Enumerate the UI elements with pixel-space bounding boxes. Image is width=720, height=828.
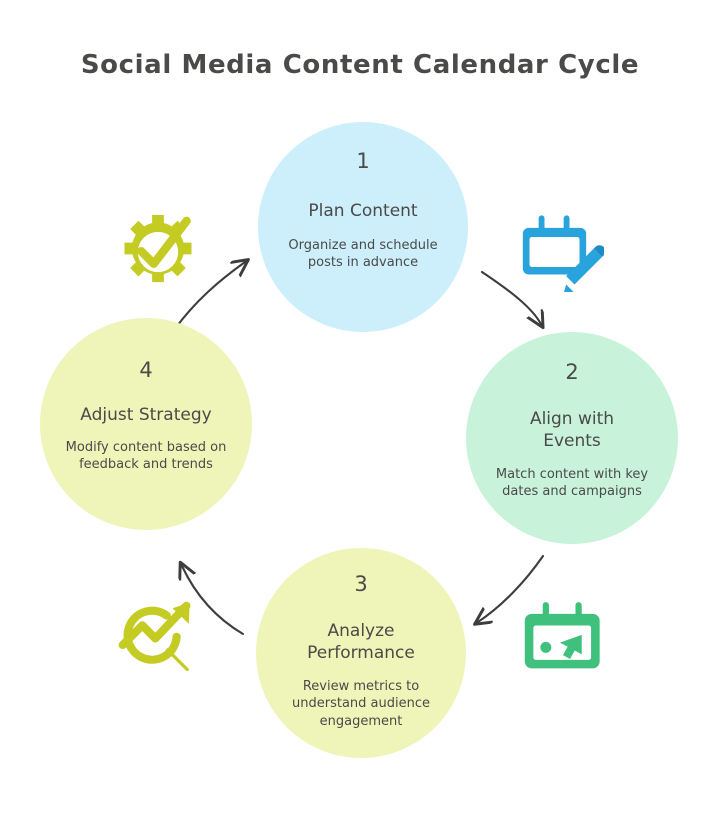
calendar-pencil-icon (522, 215, 604, 292)
step-title: Adjust Strategy (80, 405, 212, 425)
step-number: 2 (565, 360, 579, 384)
page-title: Social Media Content Calendar Cycle (80, 50, 640, 80)
cycle-step-1[interactable]: 1 Plan Content Organize and schedule pos… (258, 122, 468, 332)
step-number: 3 (354, 572, 368, 596)
gear-check-icon (124, 215, 192, 283)
step-number: 1 (356, 149, 370, 173)
step-description: Review metrics to understand audience en… (292, 678, 430, 729)
analytics-search-icon (118, 601, 191, 672)
step-title: Analyze Performance (307, 621, 415, 663)
cycle-step-2[interactable]: 2 Align with Events Match content with k… (466, 332, 678, 544)
cycle-step-3[interactable]: 3 Analyze Performance Review metrics to … (256, 548, 466, 758)
step-title: Align with Events (529, 409, 615, 451)
step-description: Modify content based on feedback and tre… (65, 439, 227, 473)
calendar-click-icon (524, 602, 600, 669)
cycle-step-4[interactable]: 4 Adjust Strategy Modify content based o… (40, 318, 252, 530)
step-number: 4 (139, 358, 153, 382)
step-description: Organize and schedule posts in advance (288, 237, 438, 271)
step-description: Match content with key dates and campaig… (495, 466, 649, 500)
step-title: Plan Content (308, 201, 418, 221)
